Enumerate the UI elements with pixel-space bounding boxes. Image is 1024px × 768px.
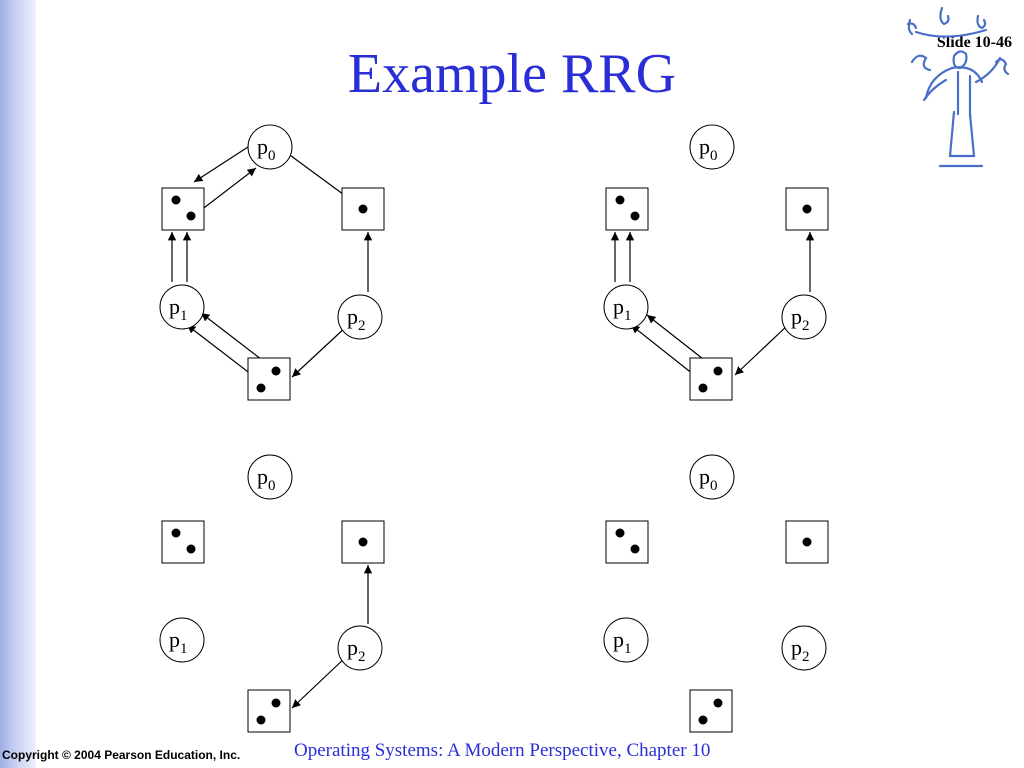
- slide-title: Example RRG: [347, 43, 677, 105]
- process-node-p2: [781, 625, 827, 671]
- process-label-p1: p1: [613, 294, 632, 324]
- process-label-p1: p1: [169, 627, 188, 657]
- graph-bottom-left: [291, 565, 373, 709]
- process-label-p0: p0: [257, 464, 276, 494]
- process-node-p0: [247, 454, 293, 500]
- process-label-p0: p0: [257, 134, 276, 164]
- process-label-p1: p1: [169, 294, 188, 324]
- process-label-p2: p2: [791, 635, 810, 665]
- edge: [630, 324, 699, 379]
- process-node-p2: [337, 625, 383, 671]
- process-label-p0: p0: [699, 464, 718, 494]
- edge: [282, 149, 352, 201]
- process-node-p2: [337, 294, 383, 340]
- copyright-notice: Copyright © 2004 Pearson Education, Inc.: [2, 748, 241, 762]
- process-node-p1: [159, 617, 205, 663]
- process-node-p0: [247, 124, 293, 170]
- resource-units: [171, 195, 812, 725]
- graph-top-right: [610, 232, 815, 379]
- book-reference: Operating Systems: A Modern Perspective,…: [294, 740, 711, 761]
- process-label-p2: p2: [347, 304, 366, 334]
- resource-box-r0: [605, 187, 649, 231]
- process-node-p0: [689, 124, 735, 170]
- resource-box-r2: [247, 689, 291, 733]
- resource-box-r0: [161, 187, 205, 231]
- process-label-p1: p1: [613, 627, 632, 657]
- process-node-p1: [603, 617, 649, 663]
- process-label-p2: p2: [347, 635, 366, 665]
- edge: [734, 323, 790, 376]
- process-label-p2: p2: [791, 304, 810, 334]
- process-label-p0: p0: [699, 134, 718, 164]
- resource-box-r2: [689, 689, 733, 733]
- edge: [195, 167, 257, 215]
- edge: [186, 324, 257, 379]
- process-node-p1: [159, 284, 205, 330]
- resource-box-r2: [247, 357, 291, 401]
- resource-box-r0: [605, 520, 649, 564]
- graph-top-left: [167, 146, 373, 379]
- slide-number: Slide 10-46: [936, 34, 1012, 51]
- left-gradient-bar: [0, 0, 36, 768]
- process-node-p2: [781, 294, 827, 340]
- edge: [193, 146, 249, 183]
- resource-box-r2: [689, 357, 733, 401]
- resource-box-r0: [161, 520, 205, 564]
- process-node-p1: [603, 284, 649, 330]
- process-node-p0: [689, 454, 735, 500]
- edge: [291, 325, 348, 378]
- edge: [200, 312, 271, 367]
- conductor-with-music-notes-icon: [906, 6, 1010, 168]
- edge: [291, 655, 348, 709]
